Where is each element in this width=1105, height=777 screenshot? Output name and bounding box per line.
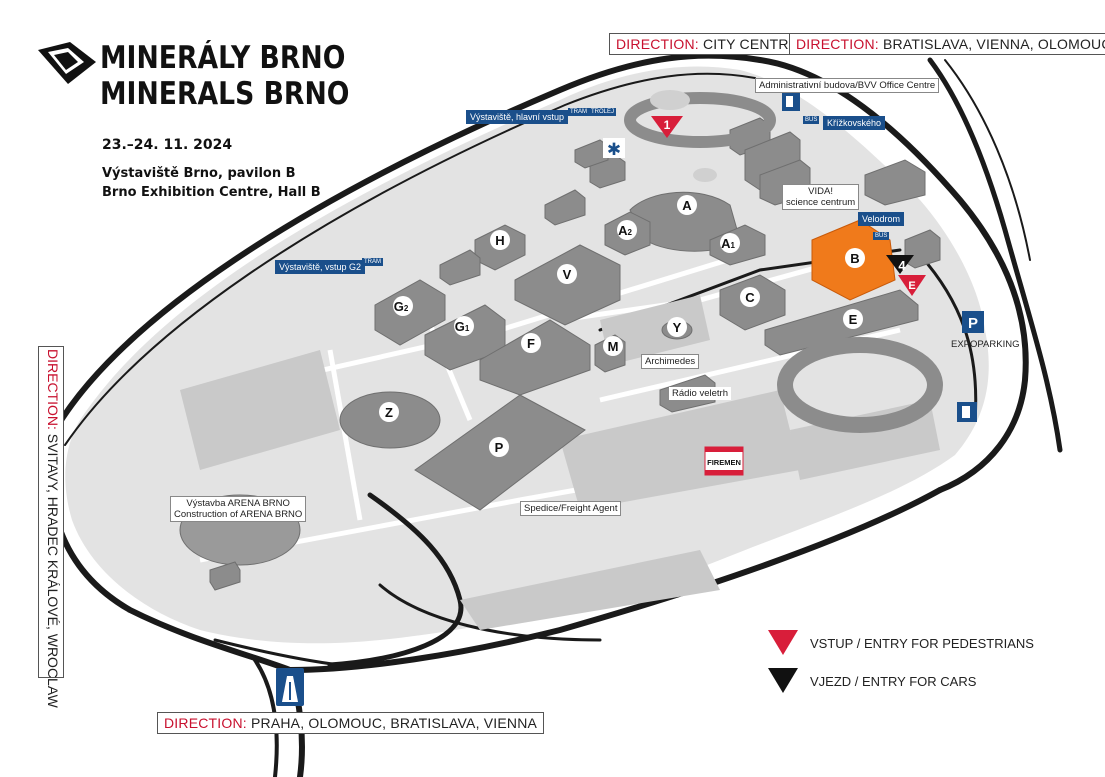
pedestrian-entry-E: [898, 275, 926, 296]
entry-markers: 1 4 E: [651, 116, 926, 296]
bus-icon-krizkovskeho: BUS: [803, 116, 820, 124]
title-line-en: MINERALS BRNO: [100, 76, 350, 112]
radio-label: Rádio veletrh: [669, 387, 731, 400]
hall-label-Z: Z: [385, 405, 393, 420]
legend-car-icon: [768, 668, 798, 693]
legend-pedestrians: VSTUP / ENTRY FOR PEDESTRIANS: [810, 636, 1034, 651]
legend-pedestrian-icon: [768, 630, 798, 655]
firemen-station: FIREMEN: [704, 446, 744, 476]
ground-blocks: [180, 295, 940, 630]
svg-text:✱: ✱: [607, 140, 621, 160]
firemen-label: FIREMEN: [707, 458, 741, 467]
archimedes-label: Archimedes: [641, 354, 700, 369]
stop-g2: Výstaviště, vstup G2: [275, 260, 366, 274]
hall-label-M: M: [608, 339, 619, 354]
hall-V: [514, 244, 621, 326]
direction-praha: DIRECTION: PRAHA, OLOMOUC, BRATISLAVA, V…: [157, 712, 545, 734]
trolleybus-icon: TROLEJ: [589, 108, 617, 116]
hall-label-P: P: [495, 440, 504, 455]
hall-label-F: F: [527, 336, 535, 351]
velodrome-track: [777, 337, 943, 433]
hall-label-H: H: [495, 233, 504, 248]
event-dates: 23.–24. 11. 2024: [102, 137, 233, 153]
motorway-icon: [276, 668, 304, 706]
admin-building-label: Administrativní budova/BVV Office Centre: [755, 78, 940, 93]
svg-text:4: 4: [898, 258, 906, 273]
tram-icon: TRAM: [568, 108, 589, 116]
admin-fuel-icon: [782, 93, 800, 111]
freight-agent-label: Spedice/Freight Agent: [520, 501, 622, 516]
svg-text:E: E: [908, 280, 915, 292]
hall-label-V: V: [563, 267, 572, 282]
hall-label-G2: G2: [394, 299, 409, 314]
stop-krizkovskeho: Křížkovského: [823, 116, 886, 130]
bus-icon-velodrom: BUS: [873, 232, 890, 240]
car-entry-4: [886, 255, 914, 274]
hall-labels: Z P V H G2 G1 F M Y C E B A A1 A2: [379, 195, 865, 457]
pedestrian-entry-1: [651, 116, 683, 138]
legend-cars: VJEZD / ENTRY FOR CARS: [810, 674, 977, 689]
hall-label-A1: A1: [721, 236, 735, 251]
minerals-brno-logo: [38, 42, 96, 84]
venue: Výstaviště Brno, pavilon B Brno Exhibiti…: [102, 164, 321, 202]
tram-icon-g2: TRAM: [362, 258, 383, 266]
hall-label-E: E: [849, 312, 858, 327]
hall-label-A2: A2: [618, 223, 632, 238]
title-line-cz: MINERÁLY BRNO: [100, 40, 346, 76]
parking-sign: P: [962, 311, 984, 333]
svg-text:1: 1: [664, 118, 671, 132]
direction-bratislava: DIRECTION: BRATISLAVA, VIENNA, OLOMOUC: [789, 33, 1105, 55]
hall-F: [479, 319, 591, 396]
vida-label: VIDA! science centrum: [782, 184, 860, 210]
first-aid-icon: ✱: [603, 138, 625, 160]
stop-velodrom: Velodrom: [858, 212, 905, 226]
arena-label: Výstavba ARENA BRNO Construction of AREN…: [170, 496, 307, 522]
hall-label-Y: Y: [673, 320, 682, 335]
direction-city-centre: DIRECTION: CITY CENTRE: [609, 33, 806, 55]
hall-label-G1: G1: [455, 319, 470, 334]
svg-text:P: P: [968, 315, 978, 332]
stop-main-entrance: Výstaviště, hlavní vstup: [466, 110, 569, 124]
fuel-station-icon: [957, 402, 977, 422]
direction-svitavy-box: [38, 346, 64, 678]
venue-en: Brno Exhibition Centre, Hall B: [102, 185, 321, 200]
hall-E: [764, 289, 919, 356]
expoparking-label: EXPOPARKING: [951, 339, 1020, 350]
hall-label-B: B: [850, 251, 859, 266]
hall-label-A: A: [682, 198, 692, 213]
venue-cz: Výstaviště Brno, pavilon B: [102, 166, 296, 181]
hall-label-C: C: [745, 290, 755, 305]
direction-svitavy: DIRECTION: SVITAVY, HRADEC KRÁLOVÉ, WROC…: [45, 349, 61, 708]
